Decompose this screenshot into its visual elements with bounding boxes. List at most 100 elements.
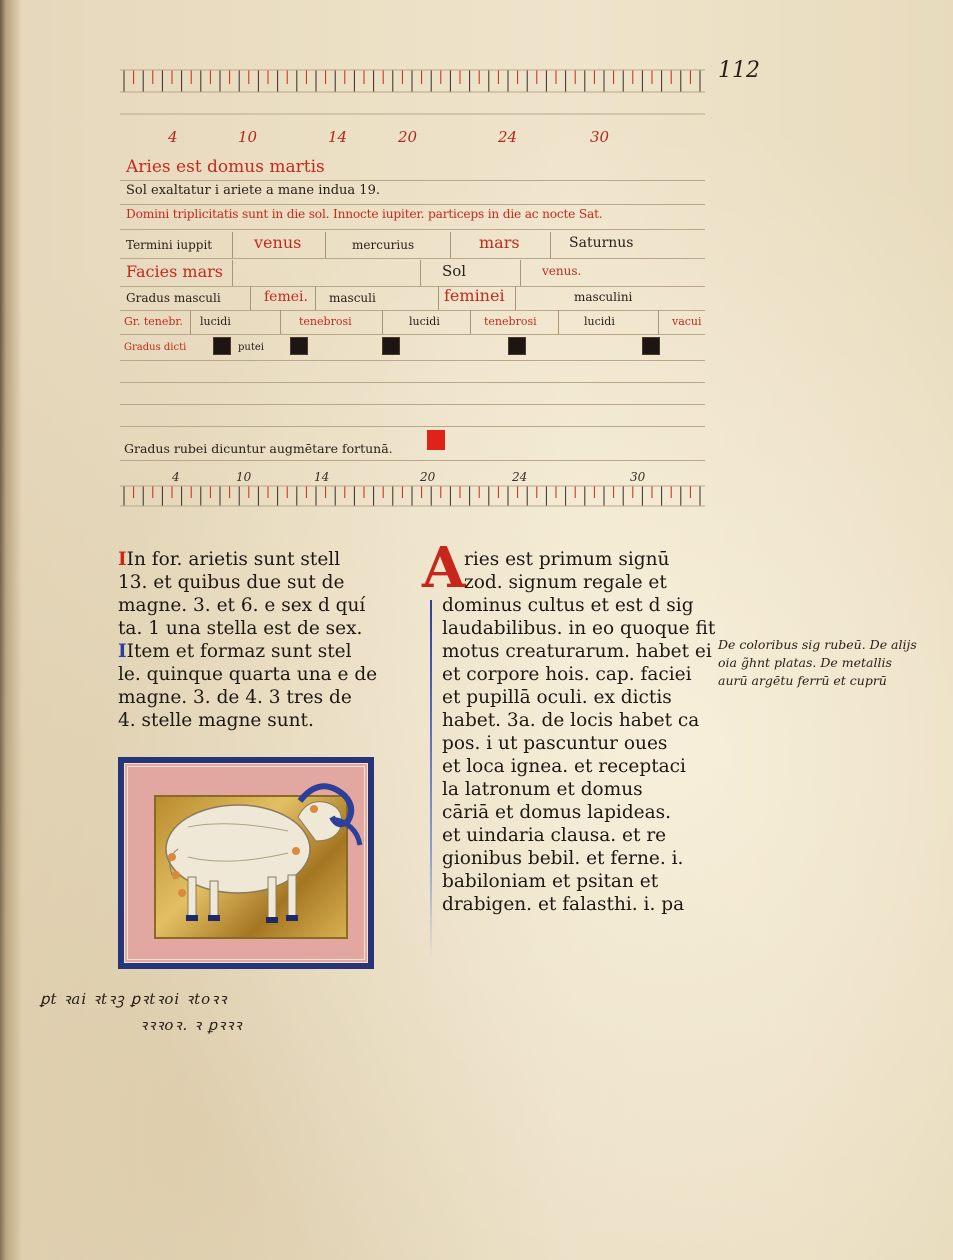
text-line: et pupillā oculi. ex dictis <box>442 687 672 708</box>
ruled-blank-row <box>120 382 705 405</box>
bottom-scale-number: 4 <box>172 470 180 484</box>
ram-illustration <box>165 783 363 923</box>
table-row-title: Aries est domus martis <box>120 158 705 181</box>
top-scale-number: 20 <box>398 128 418 146</box>
text-line: et corpore hois. cap. faciei <box>442 664 692 685</box>
table-cell: femei. <box>264 289 308 305</box>
table-cell: Gradus masculi <box>126 291 221 305</box>
miniature-border <box>124 763 368 963</box>
text-line: zod. signum regale et <box>464 572 667 593</box>
table-row-red-degrees-note: Gradus rubei dicuntur augmētare fortunā. <box>120 430 705 461</box>
top-scale-number: 10 <box>238 128 258 146</box>
table-row-exaltation: Sol exaltatur i ariete a mane indua 19. <box>120 182 705 205</box>
bottom-scale-number: 24 <box>512 470 528 484</box>
pit-degree-marker <box>642 337 660 355</box>
top-scale-number: 4 <box>168 128 178 146</box>
table-cell: Sol exaltatur i ariete a mane indua 19. <box>126 183 380 198</box>
table-cell: vacui <box>672 315 702 328</box>
text-line: 4. stelle magne sunt. <box>118 710 314 731</box>
text-line: le. quinque quarta una e de <box>118 664 378 685</box>
text-line: magne. 3. de 4. 3 tres de <box>118 687 352 708</box>
table-cell: masculini <box>574 290 633 304</box>
rubricated-initial: I <box>118 549 127 570</box>
margin-note-line: oia g̃hnt platas. De metallis <box>718 655 892 670</box>
text-line: ries est primum signū <box>464 549 670 570</box>
illuminated-initial-A: A <box>422 535 466 601</box>
text-line: dominus cultus et est d sig <box>442 595 694 616</box>
table-cell: Saturnus <box>569 235 634 251</box>
bottom-degree-scale <box>120 485 705 507</box>
right-text-column: ries est primum signū zod. signum regale… <box>442 548 715 916</box>
ram-miniature <box>118 757 374 969</box>
top-scale-number: 14 <box>328 128 348 146</box>
text-line: motus creaturarum. habet ei <box>442 641 712 662</box>
table-cell: venus. <box>542 264 582 278</box>
text-line: et loca ignea. et receptaci <box>442 756 686 777</box>
bottom-annotation: ꝑt ꝛai ꝛtꝛꝫ ꝑꝛtꝛoi ꝛtoꝛꝛ ꝛꝛꝛoꝛ. ꝛ ꝑꝛꝛꝛ <box>40 986 242 1038</box>
table-row-gender: Gradus masculi femei. masculi feminei ma… <box>120 286 705 311</box>
pit-degree-marker <box>213 337 231 355</box>
folio-number: 112 <box>718 58 760 83</box>
text-line: habet. 3a. de locis habet ca <box>442 710 700 731</box>
margin-note: De coloribus sig rubeū. De alijs oia g̃h… <box>718 636 917 690</box>
text-line: ta. 1 una stella est de sex. <box>118 618 363 639</box>
text-line: et uindaria clausa. et re <box>442 825 667 846</box>
bottom-scale-number: 14 <box>314 470 330 484</box>
pit-degree-marker <box>290 337 308 355</box>
table-cell: masculi <box>329 291 376 305</box>
table-cell: feminei <box>444 286 505 305</box>
text-line: babiloniam et psitan et <box>442 871 659 892</box>
text-line: IItem et formaz sunt stel <box>118 640 377 663</box>
table-cell: tenebrosi <box>484 315 537 328</box>
table-row-faces: Facies mars Sol venus. <box>120 260 705 287</box>
bottom-annotation-line: ꝛꝛꝛoꝛ. ꝛ ꝑꝛꝛꝛ <box>140 1016 243 1034</box>
text-line: laudabilibus. in eo quoque fit <box>442 618 716 639</box>
table-cell: Aries est domus martis <box>126 157 325 177</box>
red-degrees-note: Gradus rubei dicuntur augmētare fortunā. <box>124 441 393 456</box>
table-cell: Facies mars <box>126 262 223 281</box>
table-cell: lucidi <box>200 315 231 328</box>
table-row-light: Gr. tenebr. lucidi tenebrosi lucidi tene… <box>120 310 705 335</box>
red-degree-marker <box>427 430 445 450</box>
margin-note-line: aurū argētu ferrū et cuprū <box>718 673 887 688</box>
table-cell: Domini triplicitatis sunt in die sol. In… <box>126 207 603 221</box>
pit-degree-marker <box>508 337 526 355</box>
text-line: gionibus bebil. et ferne. i. <box>442 848 684 869</box>
top-degree-scale <box>120 69 705 115</box>
table-cell: Gradus dicti <box>124 342 187 353</box>
table-cell: tenebrosi <box>299 315 352 328</box>
table-row-triplicity: Domini triplicitatis sunt in die sol. In… <box>120 205 705 230</box>
table-row-puteal: Gradus dicti putei <box>120 334 705 361</box>
text-line: IIn for. arietis sunt stell <box>118 548 377 571</box>
top-scale-number: 24 <box>498 128 518 146</box>
ruled-blank-row <box>120 404 705 427</box>
table-cell: putei <box>238 342 264 353</box>
blue-initial: I <box>118 641 127 662</box>
pit-degree-marker <box>382 337 400 355</box>
text-line: la latronum et domus <box>442 779 643 800</box>
table-cell: venus <box>254 233 302 252</box>
text-line: magne. 3. et 6. e sex d quí <box>118 595 366 616</box>
bottom-scale-number: 30 <box>630 470 646 484</box>
text-line: cāriā et domus lapideas. <box>442 802 672 823</box>
text-line-content: In for. arietis sunt stell <box>126 549 341 570</box>
text-line: drabigen. et falasthi. i. pa <box>442 894 685 915</box>
bottom-scale-number: 20 <box>420 470 436 484</box>
table-row-terms: Termini iuppit venus mercurius mars Satu… <box>120 232 705 259</box>
table-cell: Sol <box>442 262 467 280</box>
bottom-annotation-line: ꝑt ꝛai ꝛtꝛꝫ ꝑꝛtꝛoi ꝛtoꝛꝛ <box>40 990 228 1008</box>
top-scale-number: 30 <box>590 128 610 146</box>
margin-note-line: De coloribus sig rubeū. De alijs <box>718 637 917 652</box>
table-cell: lucidi <box>584 315 615 328</box>
text-line: 13. et quibus due sut de <box>118 572 345 593</box>
text-line: pos. i ut pascuntur oues <box>442 733 668 754</box>
text-line-content: Item et formaz sunt stel <box>126 641 352 662</box>
table-cell: mercurius <box>352 238 415 252</box>
left-text-column: IIn for. arietis sunt stell 13. et quibu… <box>118 548 377 732</box>
bottom-scale-number: 10 <box>236 470 252 484</box>
table-cell: Termini iuppit <box>126 238 213 252</box>
initial-flourish <box>430 600 432 960</box>
table-cell: Gr. tenebr. <box>124 315 183 328</box>
ruled-blank-row <box>120 360 705 383</box>
